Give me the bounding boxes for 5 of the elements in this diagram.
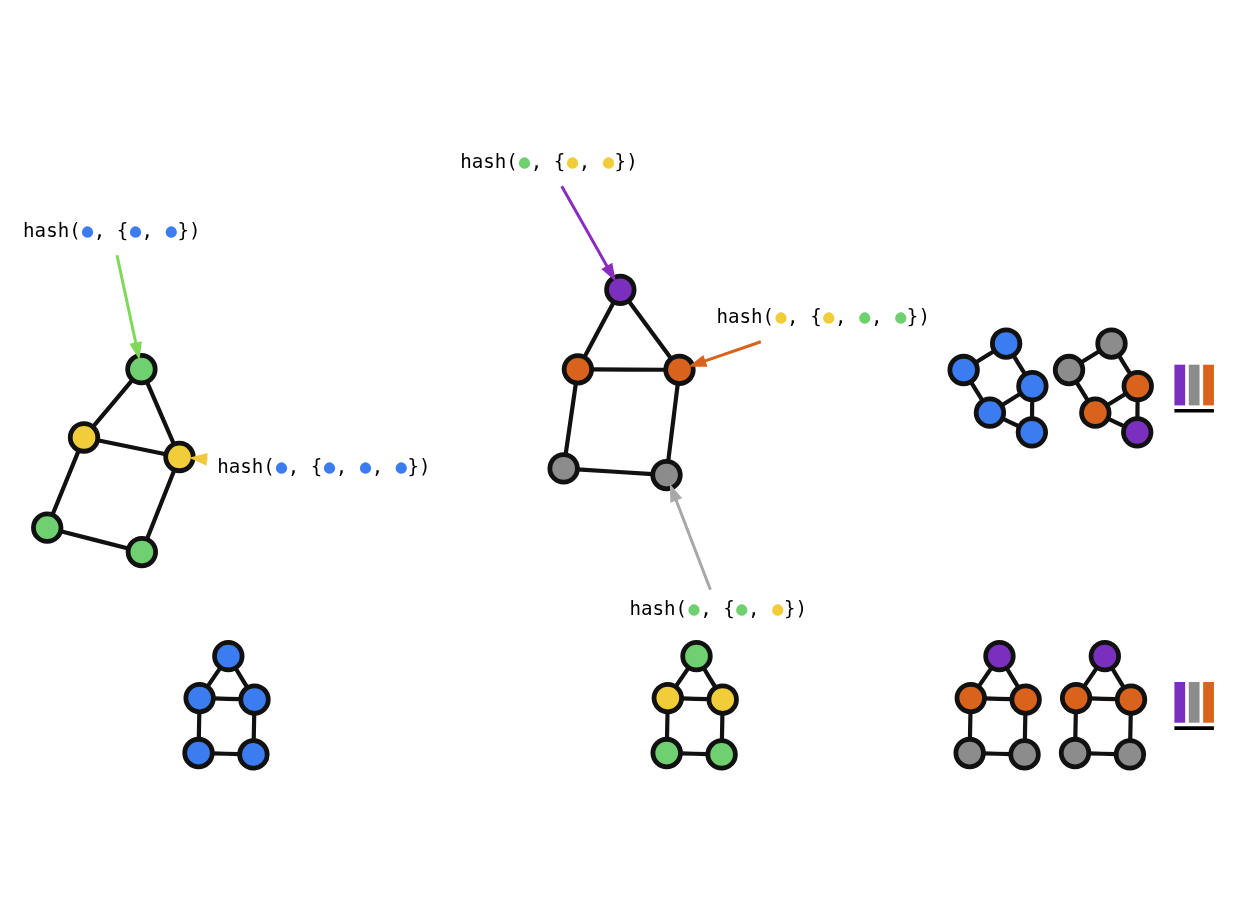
node-text: hash(●, {●, ●, ●}) [217, 454, 431, 478]
node-text: hash(●, {●, ●, ●}) [716, 304, 930, 328]
node-text: hash(●, {●, ●}) [629, 596, 808, 620]
node-text: hash(●, {●, ●}) [23, 218, 201, 242]
node-text: hash(●, {●, ●}) [460, 149, 638, 173]
